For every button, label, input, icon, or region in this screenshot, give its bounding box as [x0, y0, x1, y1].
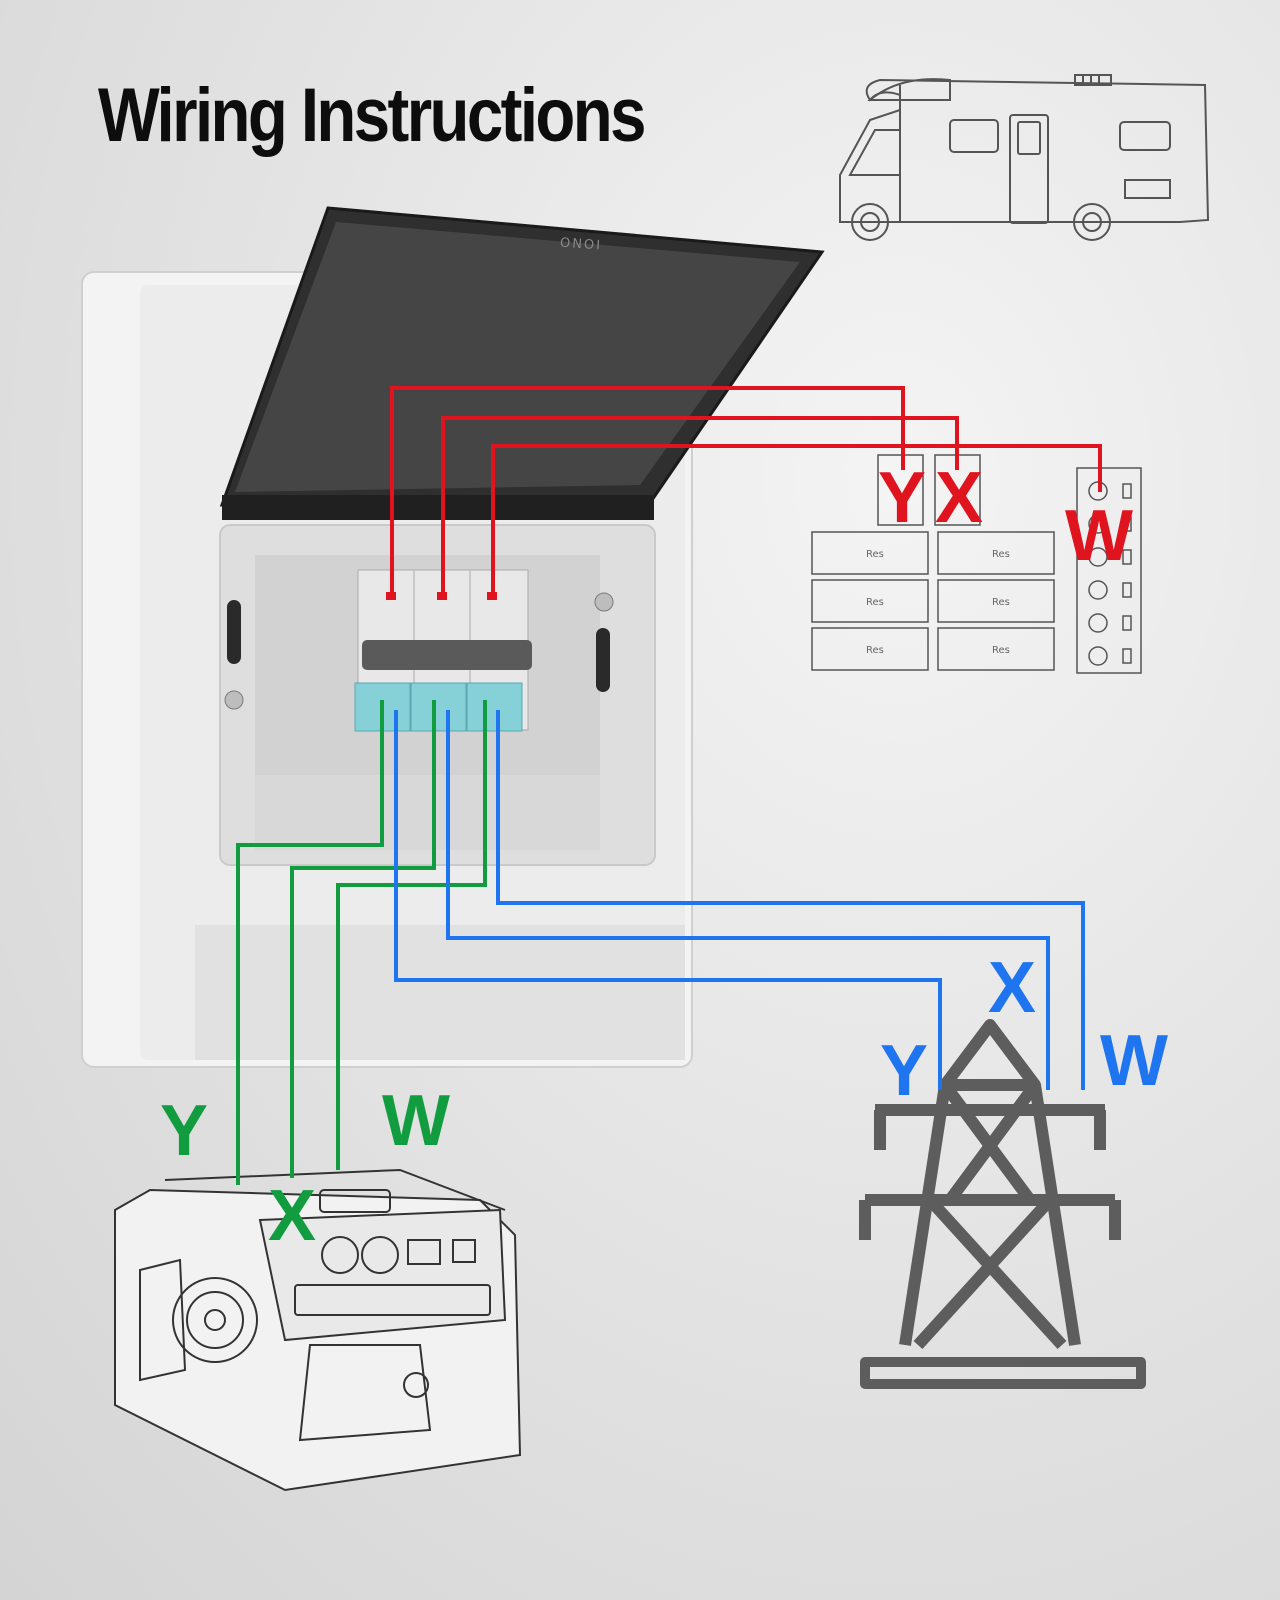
line-label-x: X [935, 458, 983, 538]
generator-label-x: X [268, 1176, 316, 1256]
grid-side-labels: Y X W [880, 948, 1168, 1111]
red-wires [386, 386, 1102, 600]
generator-side-labels: Y X W [160, 1081, 450, 1256]
generator-label-y: Y [160, 1091, 208, 1171]
fuse-label: Res [866, 549, 884, 560]
fuse-labels: Res Res Res Res Res Res [866, 549, 1010, 656]
blue-wires [394, 710, 1085, 1090]
fuse-label: Res [992, 549, 1010, 560]
power-tower-icon [859, 1019, 1146, 1389]
line-side-labels: Y X W [878, 458, 1133, 576]
page-title: Wiring Instructions [98, 73, 646, 158]
line-label-y: Y [878, 458, 926, 538]
fuse-label: Res [866, 645, 884, 656]
generator-label-w: W [382, 1081, 450, 1161]
fuse-label: Res [866, 597, 884, 608]
green-wires [236, 700, 487, 1185]
grid-label-w: W [1100, 1021, 1168, 1101]
line-label-w: W [1065, 496, 1133, 576]
panel-brand: ONOI [559, 236, 602, 254]
fuse-label: Res [992, 645, 1010, 656]
grid-label-y: Y [880, 1031, 928, 1111]
terminal-block-icon [811, 454, 1142, 674]
rv-icon [839, 74, 1210, 241]
generator-icon [114, 1168, 522, 1492]
grid-label-x: X [988, 948, 1036, 1028]
fuse-label: Res [992, 597, 1010, 608]
